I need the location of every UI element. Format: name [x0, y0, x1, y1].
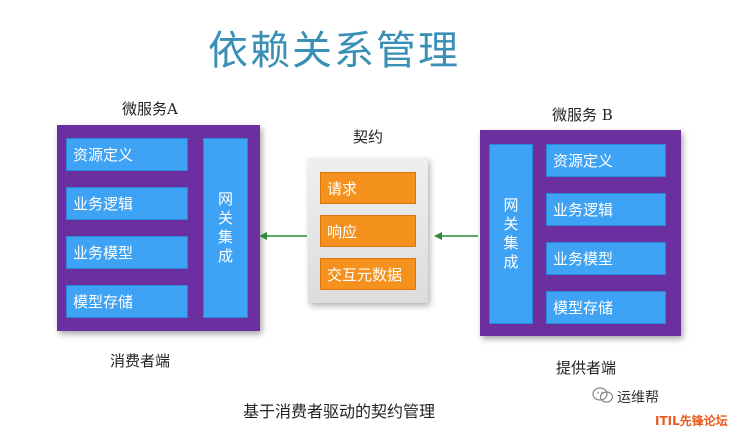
service-a-gateway: 网 关 集 成 — [203, 138, 248, 318]
service-a-item-model: 业务模型 — [66, 236, 188, 269]
service-b-item-logic: 业务逻辑 — [546, 193, 666, 226]
gateway-char: 集 — [503, 234, 519, 252]
service-a-item-resource: 资源定义 — [66, 138, 188, 171]
gateway-char: 集 — [217, 228, 233, 246]
page-title: 依赖关系管理 — [208, 28, 460, 74]
service-a-item-storage: 模型存储 — [66, 285, 188, 318]
watermark-forum: ITIL先锋论坛 — [655, 414, 728, 428]
service-b-name: 微服务 B — [552, 106, 613, 124]
service-b-role: 提供者端 — [556, 359, 617, 377]
wechat-icon — [592, 387, 614, 403]
gateway-char: 成 — [503, 253, 519, 271]
contract-item-request: 请求 — [320, 172, 416, 204]
service-b-item-storage: 模型存储 — [546, 291, 666, 324]
service-a-item-logic: 业务逻辑 — [66, 187, 188, 220]
arrow-contract-to-a — [259, 232, 307, 240]
service-b-item-resource: 资源定义 — [546, 144, 666, 177]
caption: 基于消费者驱动的契约管理 — [243, 402, 436, 421]
service-b-item-model: 业务模型 — [546, 242, 666, 275]
gateway-char: 网 — [503, 196, 519, 214]
service-a-role: 消费者端 — [110, 352, 171, 370]
gateway-char: 关 — [503, 215, 519, 233]
arrow-b-to-contract — [434, 232, 478, 240]
gateway-char: 关 — [217, 209, 233, 227]
service-b-frame: 网 关 集 成 资源定义 业务逻辑 业务模型 模型存储 — [480, 130, 681, 336]
contract-frame: 请求 响应 交互元数据 — [308, 158, 428, 303]
watermark-wechat: 运维帮 — [617, 390, 659, 406]
service-b-gateway: 网 关 集 成 — [489, 144, 533, 324]
contract-item-metadata: 交互元数据 — [320, 258, 416, 290]
contract-item-response: 响应 — [320, 215, 416, 247]
service-a-frame: 资源定义 业务逻辑 业务模型 模型存储 网 关 集 成 — [57, 125, 260, 331]
gateway-char: 成 — [217, 247, 233, 265]
contract-name: 契约 — [353, 128, 384, 146]
service-a-name: 微服务A — [122, 100, 178, 118]
gateway-char: 网 — [217, 190, 233, 208]
